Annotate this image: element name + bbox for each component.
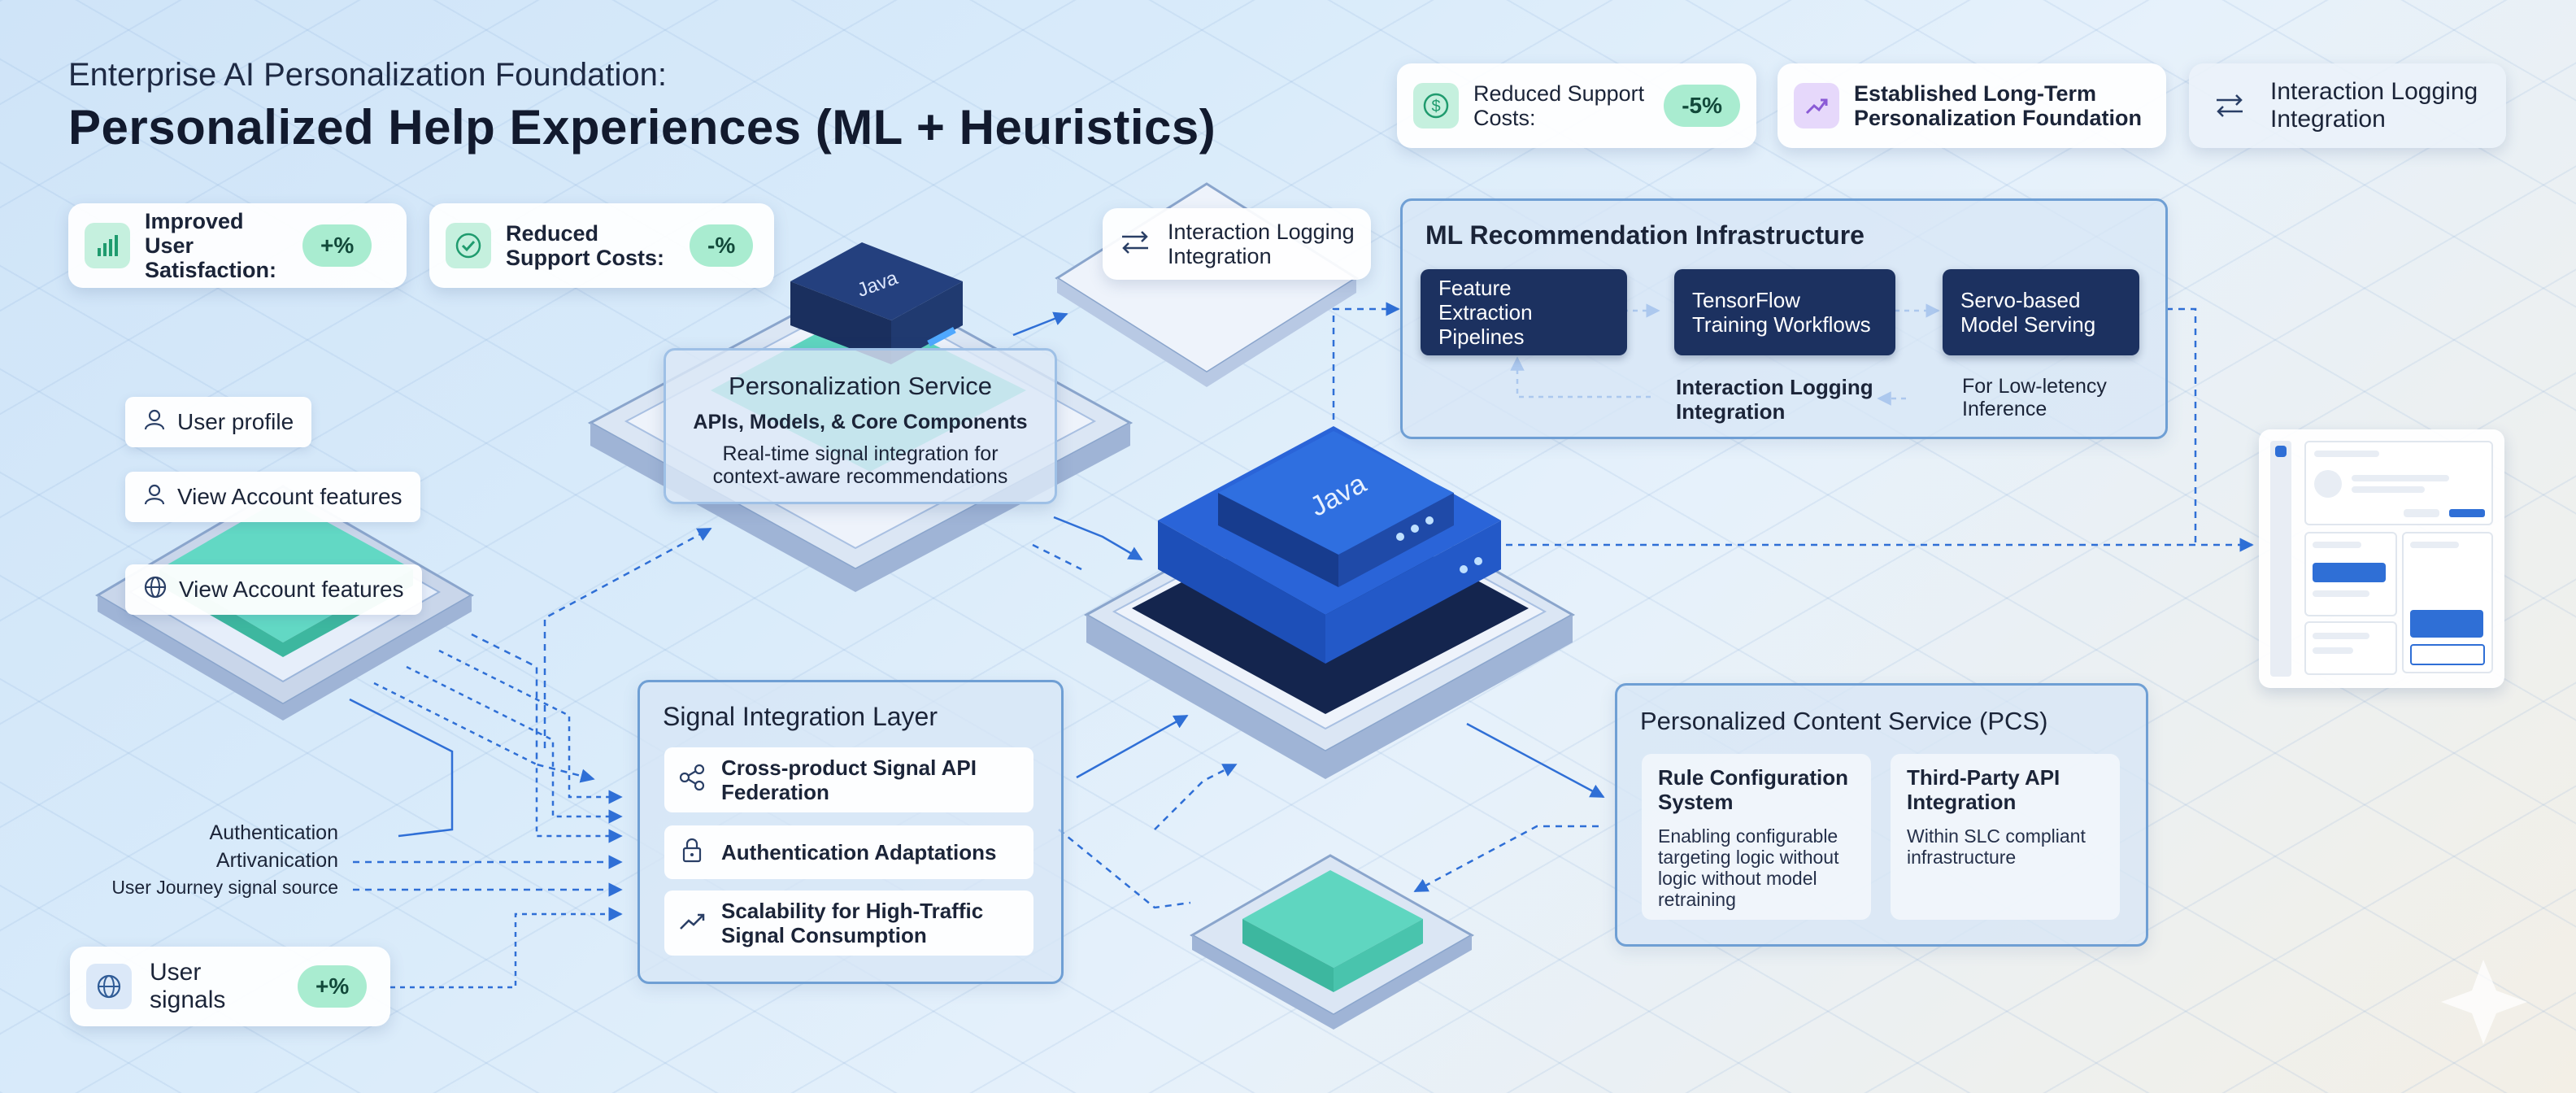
signal-item-label: Scalability for High-Traffic Signal Cons…	[721, 899, 984, 947]
dollar-icon: $	[1413, 83, 1459, 128]
user-signals-value: +%	[298, 965, 368, 1008]
chip-label: Interaction Logging Integration	[1168, 220, 1355, 268]
bar-chart-icon	[85, 223, 130, 268]
svg-text:$: $	[1431, 98, 1440, 115]
user-profile-chip[interactable]: User profile	[125, 397, 312, 447]
user-icon	[143, 483, 166, 512]
pcs-card-description: Within SLC compliant infrastructure	[1907, 825, 2086, 868]
metric-value-pill: -5%	[1664, 85, 1740, 127]
share-icon	[677, 763, 707, 797]
service-title: Personalization Service	[729, 372, 992, 400]
pcs-panel: Personalized Content Service (PCS) Rule …	[1615, 683, 2148, 947]
lock-icon	[677, 835, 707, 869]
mock-card	[2304, 621, 2397, 675]
check-circle-icon	[446, 223, 491, 268]
core-platform	[1083, 426, 1576, 779]
metric-card-support-costs-top: $ Reduced Support Costs: -5%	[1397, 63, 1756, 148]
pipeline-step-model-serving: Servo-based Model Serving	[1943, 269, 2139, 355]
metric-value-pill: +%	[302, 224, 372, 267]
pcs-card-title: Rule Configuration System	[1658, 765, 1848, 814]
inference-label: For Low-letency Inference	[1962, 375, 2107, 420]
mock-sidebar-dot	[2275, 446, 2287, 457]
pcs-card-title: Third-Party API Integration	[1907, 765, 2060, 814]
mock-card	[2304, 532, 2397, 616]
feedback-label: Interaction Logging Integration	[1676, 375, 1873, 424]
chip-label: User profile	[177, 409, 294, 434]
logging-integration-chip: Interaction Logging Integration	[1103, 208, 1371, 280]
view-account-chip[interactable]: View Account features	[125, 472, 420, 522]
chip-label: View Account features	[179, 577, 404, 602]
mock-sidebar	[2270, 441, 2291, 677]
view-account-global-chip[interactable]: View Account features	[125, 564, 422, 615]
signal-item-label: Cross-product Signal API Federation	[721, 756, 977, 804]
user-signals-label: User signals	[150, 959, 226, 1013]
mock-header-card	[2304, 441, 2493, 525]
panel-title: Signal Integration Layer	[663, 702, 938, 731]
globe-icon	[143, 575, 168, 605]
mock-card	[2402, 532, 2493, 673]
pipeline-step-feature-extraction: Feature Extraction Pipelines	[1421, 269, 1627, 355]
pipeline-step-tensorflow-training: TensorFlow Training Workflows	[1674, 269, 1895, 355]
signal-source-authentication: Authentication	[209, 821, 338, 844]
page-title: Personalized Help Experiences (ML + Heur…	[68, 100, 1216, 155]
signal-item-federation: Cross-product Signal API Federation	[664, 747, 1033, 812]
metric-card-foundation: Established Long-Term Personalization Fo…	[1778, 63, 2166, 148]
user-icon	[143, 408, 166, 437]
panel-title: Personalized Content Service (PCS)	[1640, 707, 2048, 735]
swap-arrows-icon	[1117, 229, 1153, 260]
metric-value-pill: -%	[690, 224, 754, 267]
trend-up-icon	[1794, 83, 1839, 128]
globe-icon	[86, 964, 132, 1009]
service-description: Real-time signal integration for context…	[712, 442, 1008, 488]
metric-label: Interaction Logging Integration	[2270, 78, 2478, 133]
panel-title: ML Recommendation Infrastructure	[1425, 220, 1865, 250]
service-subtitle: APIs, Models, & Core Components	[693, 411, 1028, 433]
signal-item-scalability: Scalability for High-Traffic Signal Cons…	[664, 891, 1033, 956]
pcs-card-third-party-api: Third-Party API Integration Within SLC c…	[1891, 754, 2120, 920]
metric-label: Improved User Satisfaction:	[145, 209, 277, 282]
signal-item-authentication: Authentication Adaptations	[664, 825, 1033, 879]
signal-item-label: Authentication Adaptations	[721, 840, 997, 864]
pcs-card-rule-configuration: Rule Configuration System Enabling confi…	[1642, 754, 1871, 920]
pcs-card-description: Enabling configurable targeting logic wi…	[1658, 825, 1839, 910]
metric-label: Reduced Support Costs:	[1473, 81, 1645, 130]
metric-label: Established Long-Term Personalization Fo…	[1854, 81, 2143, 130]
connectors	[349, 302, 2254, 989]
user-signals-card: User signals +%	[70, 947, 390, 1026]
metric-card-satisfaction: Improved User Satisfaction: +%	[68, 203, 407, 288]
trend-up-icon	[677, 906, 707, 940]
ml-infrastructure-panel: ML Recommendation Infrastructure Feature…	[1400, 198, 2168, 439]
bottom-platform	[1189, 854, 1475, 1030]
ui-preview-mockup	[2259, 429, 2504, 688]
page-subtitle: Enterprise AI Personalization Foundation…	[68, 57, 667, 93]
sparkle-decoration	[2441, 960, 2527, 1044]
metric-card-logging-top: Interaction Logging Integration	[2189, 63, 2506, 148]
metric-label: Reduced Support Costs:	[506, 221, 664, 270]
signal-source-artivanication: Artivanication	[215, 849, 338, 872]
chip-label: View Account features	[177, 484, 402, 509]
personalization-service-card: Personalization Service APIs, Models, & …	[664, 348, 1057, 504]
signal-source-user-journey: User Journey signal source	[111, 877, 338, 898]
signal-integration-panel: Signal Integration Layer Cross-product S…	[637, 680, 1064, 984]
metric-card-support-costs: Reduced Support Costs: -%	[429, 203, 774, 288]
swap-arrows-icon	[2207, 83, 2252, 128]
